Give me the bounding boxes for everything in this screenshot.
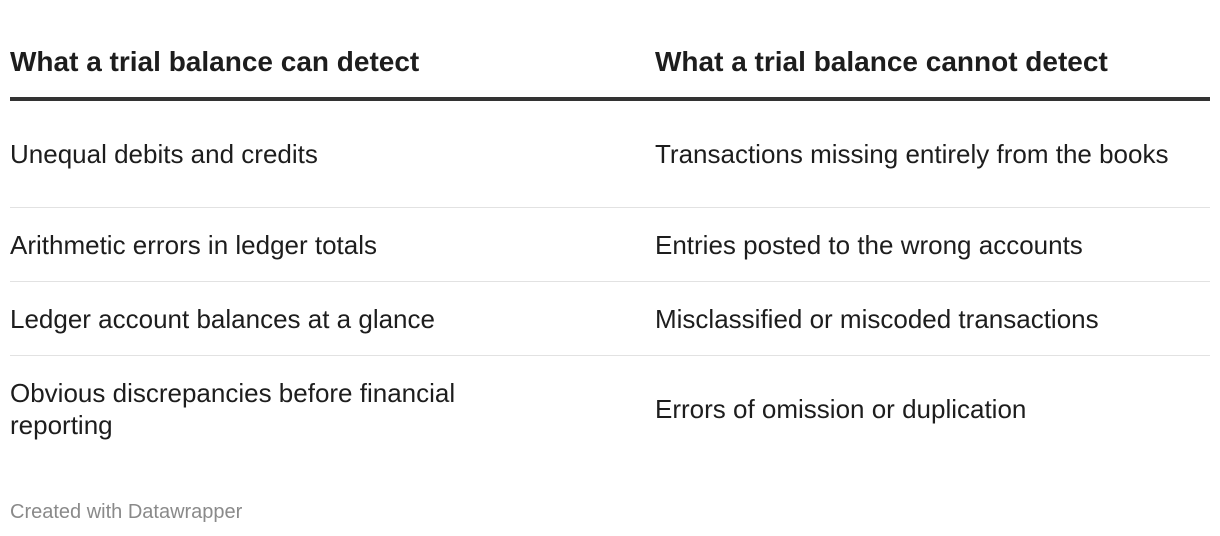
table-header-row: What a trial balance can detect What a t…: [10, 28, 1210, 101]
table-cell-cannot-detect: Misclassified or miscoded transactions: [655, 281, 1210, 356]
cell-text: Errors of omission or duplication: [655, 394, 1027, 424]
comparison-table: What a trial balance can detect What a t…: [10, 28, 1210, 462]
table-row: Obvious discrepancies before financial r…: [10, 356, 1210, 463]
cell-text: Arithmetic errors in ledger totals: [10, 229, 378, 260]
cell-text: Transactions missing entirely from the b…: [655, 139, 1169, 169]
table-row: Arithmetic errors in ledger totals Entri…: [10, 207, 1210, 282]
table-cell-cannot-detect: Transactions missing entirely from the b…: [655, 99, 1210, 208]
comparison-table-container: What a trial balance can detect What a t…: [10, 28, 1210, 462]
datawrapper-credit[interactable]: Created with Datawrapper: [10, 501, 243, 523]
column-header-can-detect: What a trial balance can detect: [10, 28, 655, 101]
table-cell-can-detect: Unequal debits and credits: [10, 99, 655, 208]
cell-text: Ledger account balances at a glance: [10, 303, 435, 334]
table-cell-can-detect: Ledger account balances at a glance: [10, 281, 655, 356]
table-row: Ledger account balances at a glance Misc…: [10, 281, 1210, 356]
cell-text: Entries posted to the wrong accounts: [655, 229, 1083, 260]
table-cell-cannot-detect: Entries posted to the wrong accounts: [655, 207, 1210, 282]
table-row: Unequal debits and credits Transactions …: [10, 99, 1210, 208]
table-cell-can-detect: Arithmetic errors in ledger totals: [10, 207, 655, 282]
cell-text: Unequal debits and credits: [10, 139, 318, 169]
cell-text: Misclassified or miscoded transactions: [655, 303, 1099, 334]
cell-text: Obvious discrepancies before financial r…: [10, 378, 456, 440]
column-header-cannot-detect: What a trial balance cannot detect: [655, 28, 1210, 101]
table-cell-cannot-detect: Errors of omission or duplication: [655, 356, 1210, 463]
table-cell-can-detect: Obvious discrepancies before financial r…: [10, 356, 655, 463]
